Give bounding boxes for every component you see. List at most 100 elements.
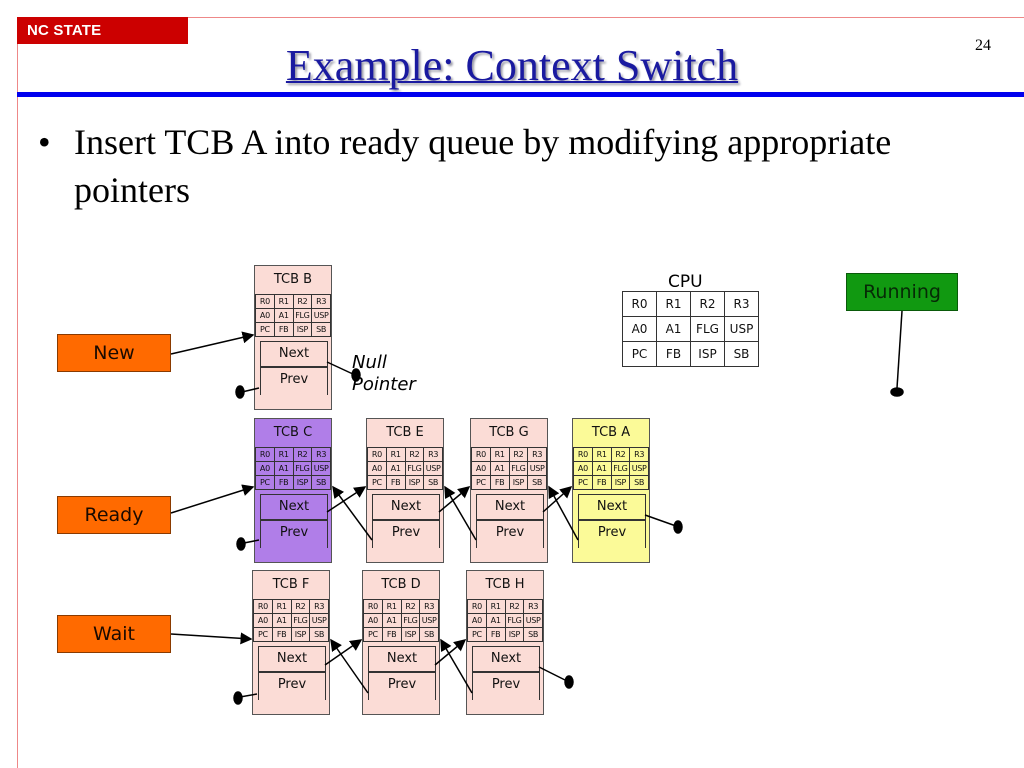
register-cell: A0 <box>622 316 657 342</box>
register-cell: A0 <box>255 461 275 476</box>
register-cell: FLG <box>290 613 311 628</box>
register-cell: A0 <box>471 461 491 476</box>
register-cell: USP <box>527 461 547 476</box>
register-cell: FLG <box>690 316 725 342</box>
register-cell: FLG <box>404 461 425 476</box>
register-cell: A0 <box>363 613 383 628</box>
register-cell: R3 <box>423 447 443 462</box>
register-cell: R3 <box>724 291 759 317</box>
tcb-title: TCB F <box>272 577 310 592</box>
next-pointer-field: Next <box>578 494 646 520</box>
slide-frame <box>17 17 1024 768</box>
next-pointer-field: Next <box>258 646 326 672</box>
register-cell: A0 <box>255 308 275 323</box>
register-cell: R0 <box>573 447 593 462</box>
register-cell: FLG <box>508 461 529 476</box>
register-cell: R1 <box>489 447 510 462</box>
register-cell: R3 <box>309 599 329 614</box>
register-cell: R2 <box>508 447 529 462</box>
register-cell: USP <box>311 308 331 323</box>
prev-pointer-field: Prev <box>260 367 328 395</box>
register-cell: SB <box>724 341 759 367</box>
register-cell: ISP <box>690 341 725 367</box>
page-number: 24 <box>975 37 991 54</box>
register-cell: FLG <box>400 613 421 628</box>
register-cell: R1 <box>656 291 691 317</box>
register-cell: R1 <box>381 599 402 614</box>
register-cell: FB <box>273 322 294 337</box>
register-cell: ISP <box>404 475 425 490</box>
bullet-text: Insert TCB A into ready queue by modifyi… <box>74 122 892 210</box>
register-cell: R1 <box>591 447 612 462</box>
next-pointer-field: Next <box>368 646 436 672</box>
register-cell: A0 <box>467 613 487 628</box>
state-new: New <box>57 334 171 372</box>
register-cell: R0 <box>255 447 275 462</box>
register-cell: R1 <box>485 599 506 614</box>
register-cell: ISP <box>504 627 525 642</box>
prev-pointer-field: Prev <box>258 672 326 700</box>
register-cell: PC <box>363 627 383 642</box>
register-cell: FLG <box>292 461 313 476</box>
prev-pointer-field: Prev <box>372 520 440 548</box>
register-cell: R0 <box>363 599 383 614</box>
prev-pointer-field: Prev <box>476 520 544 548</box>
register-cell: ISP <box>292 322 313 337</box>
next-pointer-field: Next <box>472 646 540 672</box>
register-cell: FLG <box>292 308 313 323</box>
register-cell: FLG <box>504 613 525 628</box>
register-cell: SB <box>527 475 547 490</box>
tcb-title: TCB C <box>273 425 313 440</box>
register-cell: USP <box>523 613 543 628</box>
next-pointer-field: Next <box>260 341 328 367</box>
register-cell: R1 <box>271 599 292 614</box>
register-cell: A0 <box>367 461 387 476</box>
register-cell: R0 <box>367 447 387 462</box>
register-cell: SB <box>309 627 329 642</box>
register-cell: SB <box>423 475 443 490</box>
register-cell: A1 <box>385 461 406 476</box>
register-cell: A1 <box>273 308 294 323</box>
register-cell: R2 <box>504 599 525 614</box>
register-cell: ISP <box>292 475 313 490</box>
register-cell: FB <box>273 475 294 490</box>
register-cell: PC <box>253 627 273 642</box>
register-cell: A1 <box>485 613 506 628</box>
register-cell: FB <box>385 475 406 490</box>
register-cell: R2 <box>404 447 425 462</box>
register-cell: USP <box>311 461 331 476</box>
register-cell: A1 <box>591 461 612 476</box>
state-ready: Ready <box>57 496 171 534</box>
bullet-dot: • <box>38 122 51 162</box>
register-cell: PC <box>471 475 491 490</box>
next-pointer-field: Next <box>372 494 440 520</box>
register-cell: FLG <box>610 461 631 476</box>
register-cell: FB <box>271 627 292 642</box>
logo-bold-text: NC STATE <box>27 22 102 39</box>
register-cell: A1 <box>489 461 510 476</box>
register-cell: SB <box>311 475 331 490</box>
university-logo: NC STATE UNIVERSITY <box>17 17 188 66</box>
